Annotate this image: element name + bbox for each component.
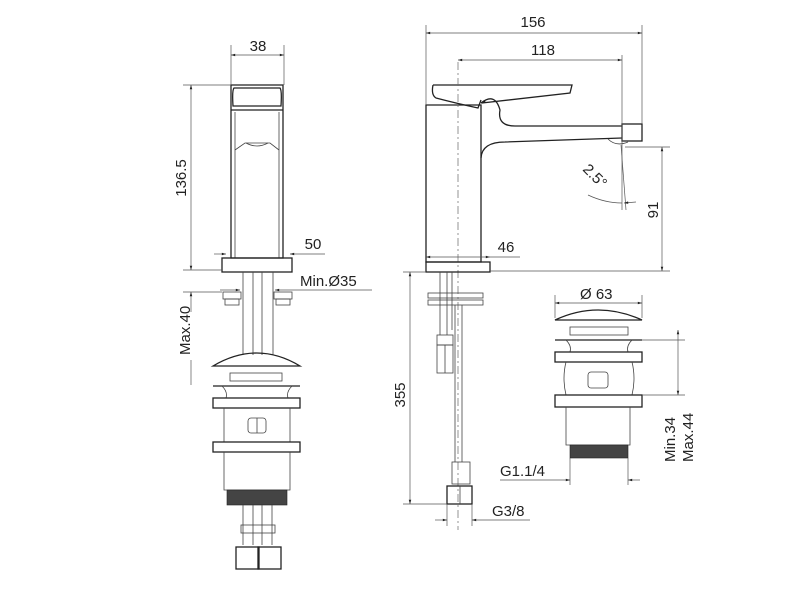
angle-2-5-label: 2.5°	[579, 161, 610, 192]
front-view-waste	[210, 352, 303, 570]
diameter-63-label: Ø 63	[580, 286, 613, 303]
hose-355-label: 355	[392, 382, 409, 407]
width-38-label: 38	[250, 38, 267, 55]
length-156-label: 156	[520, 14, 545, 31]
base-50-label: 50	[305, 236, 322, 253]
front-view-faucet	[221, 84, 293, 355]
front-view-dimensions: 38 136.5 50 Min.Ø35 Max.40	[173, 38, 372, 385]
waste-min-34-label: Min.34	[662, 417, 679, 462]
waste-max-44-label: Max.44	[680, 413, 697, 462]
hole-min-35-label: Min.Ø35	[300, 273, 357, 290]
side-view-faucet	[425, 62, 643, 530]
waste-dimensions: Ø 63 G1.1/4 Min.34 Max.44	[500, 286, 697, 485]
pop-up-waste	[554, 309, 643, 459]
deck-max-40-label: Max.40	[177, 306, 194, 355]
reach-118-label: 118	[531, 42, 555, 59]
height-136-5-label: 136.5	[173, 159, 190, 197]
base-46-label: 46	[498, 239, 515, 256]
waste-thread-g1-1-4-label: G1.1/4	[500, 463, 545, 480]
hose-thread-g3-8-label: G3/8	[492, 503, 525, 520]
spout-height-91-label: 91	[645, 202, 662, 219]
